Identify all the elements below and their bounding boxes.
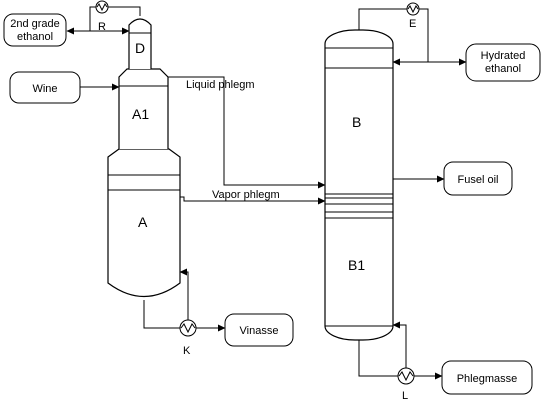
column-d-vessel (128, 18, 152, 69)
column-b-vessel (324, 29, 394, 341)
vinasse-label: Vinasse (240, 325, 279, 337)
column-a-vessel (107, 148, 181, 298)
column-a-label: A (138, 214, 148, 230)
b1-bottoms-line (358, 340, 399, 377)
heat-exchanger-k-label: K (183, 345, 191, 357)
fusel-oil-label: Fusel oil (458, 174, 499, 186)
phlegmasse-label: Phlegmasse (457, 373, 518, 385)
stream-box (3, 13, 67, 47)
heat-exchanger-e-label: E (409, 18, 416, 30)
fusel-oil-stream: Fusel oil (443, 161, 513, 196)
column-b-label: B (352, 114, 361, 130)
heat-exchanger-coil (407, 5, 419, 14)
heat-exchanger-coil (96, 3, 108, 12)
heat-exchanger-icon (95, 0, 109, 14)
column-b1-label: B1 (348, 257, 365, 273)
piping (66, 6, 467, 380)
heat-exchanger-r: R (95, 0, 109, 33)
heat-exchanger-coil (398, 371, 414, 382)
r-to-d-reflux-line (89, 6, 130, 35)
k-return-to-a-line (179, 268, 189, 321)
heat-exchanger-r-label: R (98, 21, 106, 33)
vinasse-stream: Vinasse (224, 313, 294, 347)
heat-exchanger-coil (180, 323, 196, 334)
column-a-assembly: A A1 D (107, 18, 181, 298)
column-b-assembly: B B1 (324, 29, 394, 341)
heat-exchanger-l-label: L (402, 390, 408, 402)
d-overhead-line (108, 6, 141, 16)
heat-exchanger-icon (406, 2, 420, 16)
liquid-phlegm-label: Liquid phlegm (186, 79, 255, 91)
heat-exchanger-k: K (179, 319, 197, 357)
l-return-to-b1-line (392, 321, 407, 369)
heat-exchanger-icon (179, 319, 197, 337)
column-d-label: D (135, 40, 145, 56)
heat-exchanger-e: E (406, 2, 420, 30)
phlegmasse-stream: Phlegmasse (441, 360, 533, 395)
vapor-phlegm-line (180, 196, 326, 205)
wine-label: Wine (32, 83, 57, 95)
e-to-b-line (392, 8, 429, 66)
liquid-phlegm-line (168, 76, 326, 189)
heat-exchanger-icon (397, 367, 415, 385)
b-overhead-line (358, 8, 407, 30)
vapor-phlegm-label: Vapor phlegm (212, 189, 280, 201)
heat-exchanger-l: L (397, 367, 415, 402)
column-a1-label: A1 (132, 106, 149, 122)
a-bottoms-line (143, 300, 181, 329)
wine-stream: Wine (9, 71, 81, 104)
